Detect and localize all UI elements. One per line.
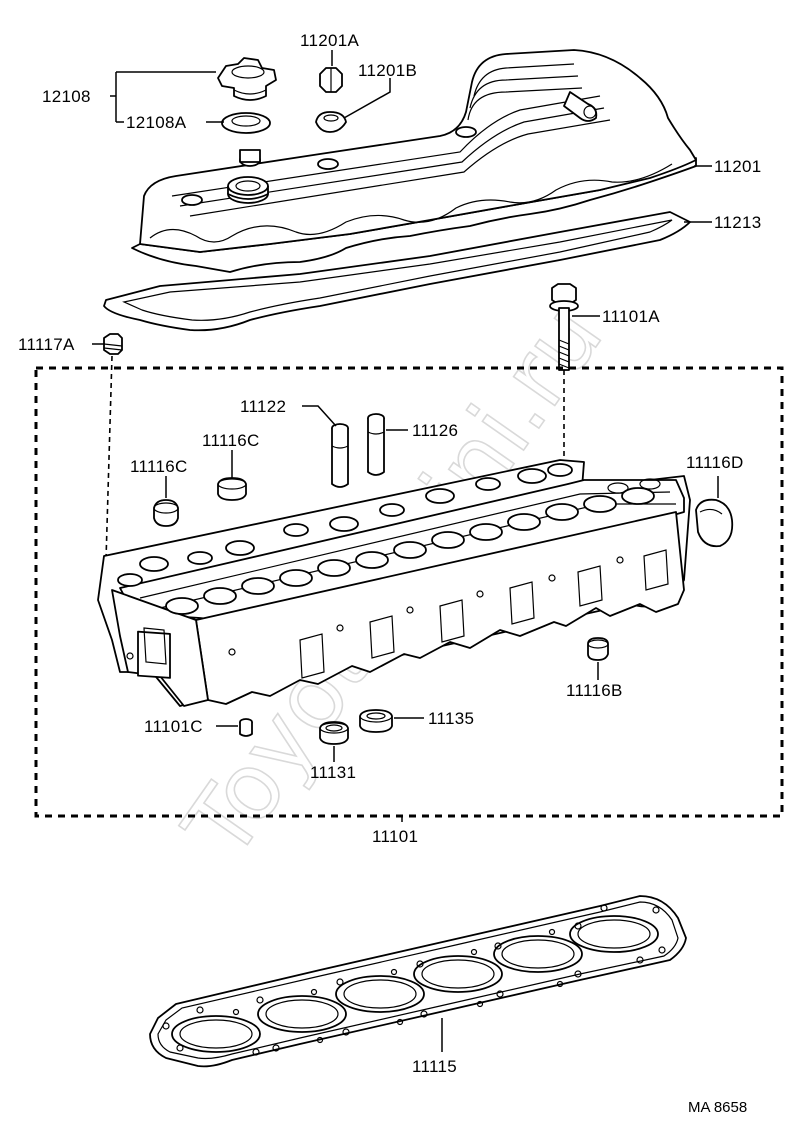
label-11201: 11201 <box>714 157 762 176</box>
label-11201A: 11201A <box>300 31 360 50</box>
valve-guide-exhaust <box>367 413 385 476</box>
expansion-plug-d <box>695 498 734 548</box>
label-11117A: 11117A <box>18 335 75 354</box>
label-11101A: 11101A <box>602 307 660 326</box>
label-11201B: 11201B <box>358 61 417 80</box>
label-11122: 11122 <box>240 397 286 416</box>
label-11213: 11213 <box>714 213 762 232</box>
cover-nut <box>319 67 343 93</box>
label-11126: 11126 <box>412 421 458 440</box>
seal-ring-2 <box>359 709 393 733</box>
cylinder-head-assembly-box <box>34 366 784 818</box>
label-11116B: 11116B <box>566 681 623 700</box>
leader-lines <box>92 50 719 1052</box>
expansion-plug-c2 <box>153 499 179 527</box>
filler-cap-gasket <box>221 112 271 134</box>
expansion-plug-b <box>587 637 609 661</box>
expansion-plug-c1 <box>217 477 247 501</box>
label-11116C-lower: 11116C <box>130 457 188 476</box>
seal-ring <box>319 721 349 745</box>
label-11101: 11101 <box>372 827 418 846</box>
valve-guide-intake <box>331 423 349 488</box>
cylinder-head <box>97 459 691 707</box>
oil-filler-cap <box>217 57 277 101</box>
label-12108A: 12108A <box>126 113 187 132</box>
cylinder-head-cover <box>131 49 697 273</box>
label-11116C-upper: 11116C <box>202 431 260 450</box>
label-11131: 11131 <box>310 763 356 782</box>
plug <box>103 333 123 561</box>
label-11115: 11115 <box>412 1057 457 1076</box>
head-bolt <box>549 283 579 470</box>
cylinder-head-gasket <box>149 895 687 1068</box>
label-11135: 11135 <box>428 709 474 728</box>
label-12108: 12108 <box>42 87 91 106</box>
label-11116D: 11116D <box>686 453 744 472</box>
head-cover-gasket <box>103 211 691 332</box>
reference-code: MA 8658 <box>688 1099 747 1116</box>
dowel-pin <box>239 718 253 737</box>
label-11101C: 11101C <box>144 717 203 736</box>
seal-washer <box>315 111 347 133</box>
